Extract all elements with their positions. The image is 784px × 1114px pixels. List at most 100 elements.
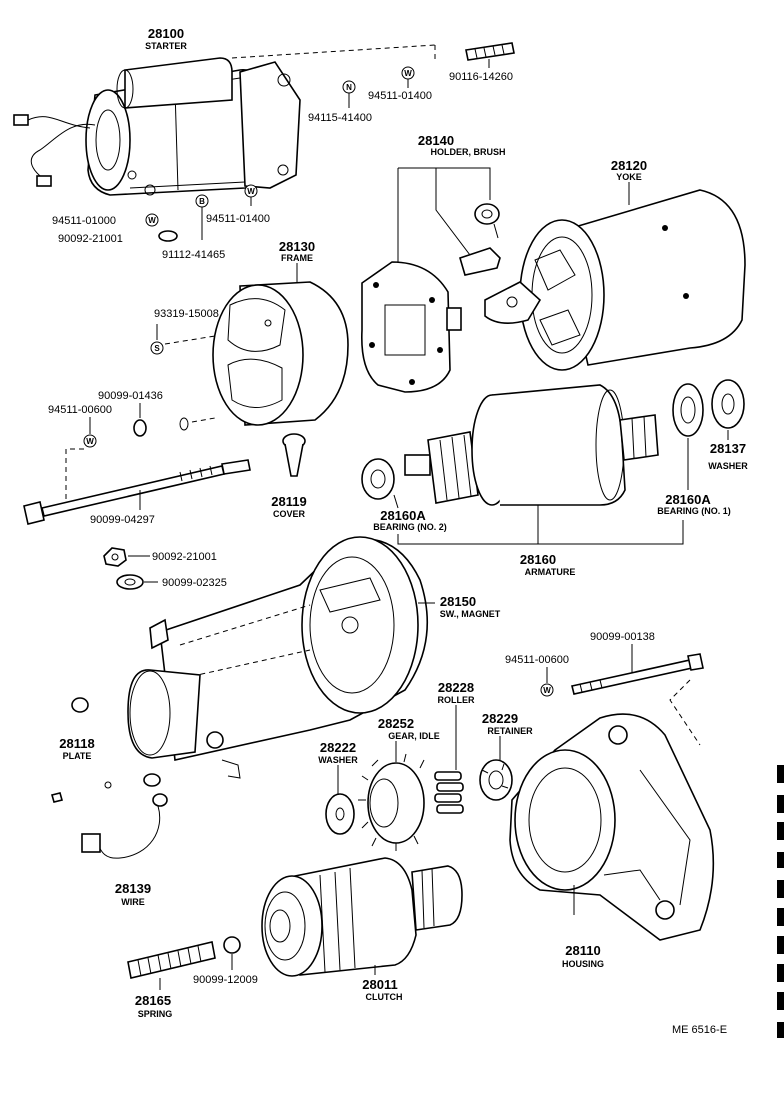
screw-badge-icon: S bbox=[150, 341, 164, 355]
svg-text:W: W bbox=[148, 216, 156, 225]
fastener-94511-01400-b-label: 94511-01400 bbox=[206, 213, 270, 225]
washer-badge-icon: W bbox=[145, 213, 159, 227]
spring-drawing bbox=[127, 941, 216, 979]
fastener-94511-00600-a-label: 94511-00600 bbox=[48, 404, 112, 416]
plate-drawing bbox=[71, 697, 89, 713]
part-28110-number: 28110 bbox=[565, 943, 600, 958]
part-28011-name: CLUTCH bbox=[366, 992, 403, 1002]
svg-text:B: B bbox=[199, 197, 205, 206]
fastener-94511-00600-b-label: 94511-00600 bbox=[505, 654, 569, 666]
fastener-90116-14260-label: 90116-14260 bbox=[449, 71, 513, 83]
part-28160-number: 28160 bbox=[520, 552, 556, 567]
part-28228-number: 28228 bbox=[438, 680, 474, 695]
part-28140-number: 28140 bbox=[418, 133, 454, 148]
armature-drawing bbox=[361, 384, 659, 506]
fastener-90092-21001-b-label: 90092-21001 bbox=[152, 551, 217, 563]
idle-gear-drawing bbox=[358, 753, 425, 851]
housing-drawing bbox=[509, 713, 715, 941]
washer-badge-icon: W bbox=[401, 66, 415, 80]
fastener-90099-00138-label: 90099-00138 bbox=[590, 631, 655, 643]
part-28228-name: ROLLER bbox=[438, 695, 475, 705]
page-edge-marks bbox=[777, 765, 784, 1038]
magnet-switch-drawing bbox=[127, 536, 429, 779]
part-28139-number: 28139 bbox=[115, 881, 151, 896]
part-28119-number: 28119 bbox=[271, 494, 306, 509]
part-28140-name: HOLDER, BRUSH bbox=[430, 147, 505, 157]
part-28160A-2-number: 28160A bbox=[380, 508, 426, 523]
commutator-frame-drawing bbox=[212, 281, 349, 426]
washer-badge-icon: W bbox=[244, 184, 258, 198]
bearing-no1-drawing bbox=[672, 383, 704, 437]
steel-ball-icon bbox=[223, 936, 241, 954]
part-28110-name: HOUSING bbox=[562, 959, 604, 969]
fastener-94511-01000-label: 94511-01000 bbox=[52, 215, 116, 227]
part-28137-number: 28137 bbox=[710, 441, 746, 456]
part-28222-name: WASHER bbox=[318, 755, 358, 765]
part-28130-name: FRAME bbox=[281, 253, 313, 263]
nut-badge-icon: N bbox=[342, 80, 356, 94]
washer-icon bbox=[179, 417, 189, 431]
part-28229-number: 28229 bbox=[482, 711, 518, 726]
washer-icon bbox=[133, 419, 147, 437]
fastener-90099-02325-label: 90099-02325 bbox=[162, 577, 227, 589]
washer-28222-drawing bbox=[325, 793, 355, 835]
retainer-drawing bbox=[479, 759, 513, 801]
rollers-drawing bbox=[434, 771, 464, 814]
fastener-91112-41465-label: 91112-41465 bbox=[162, 249, 225, 261]
svg-text:N: N bbox=[346, 83, 352, 92]
housing-bolt-drawing bbox=[571, 653, 704, 695]
part-28119-name: COVER bbox=[273, 509, 306, 519]
stud-90116-14260-drawing bbox=[465, 42, 515, 68]
part-28100-number: 28100 bbox=[148, 26, 184, 41]
washer-icon bbox=[116, 574, 144, 590]
fastener-90092-21001-a-label: 90092-21001 bbox=[58, 233, 123, 245]
svg-text:S: S bbox=[154, 344, 160, 353]
part-28150-name: SW., MAGNET bbox=[440, 609, 501, 619]
part-28160A-1-name: BEARING (NO. 1) bbox=[657, 506, 731, 516]
starter-assembly-drawing bbox=[13, 44, 436, 196]
washer-28137-drawing bbox=[711, 379, 745, 429]
yoke-drawing bbox=[484, 189, 746, 371]
part-28160-name: ARMATURE bbox=[525, 567, 576, 577]
part-28118-name: PLATE bbox=[63, 751, 92, 761]
fastener-94115-41400-label: 94115-41400 bbox=[308, 112, 372, 124]
part-28150-number: 28150 bbox=[440, 594, 476, 609]
fastener-94511-01400-a-label: 94511-01400 bbox=[368, 90, 432, 102]
part-28100-name: STARTER bbox=[145, 41, 187, 51]
part-28137-name: WASHER bbox=[708, 461, 748, 471]
part-28229-name: RETAINER bbox=[487, 726, 533, 736]
part-28165-name: SPRING bbox=[138, 1009, 173, 1019]
part-28252-number: 28252 bbox=[378, 716, 414, 731]
fastener-90099-12009-label: 90099-12009 bbox=[193, 974, 258, 986]
part-28222-number: 28222 bbox=[320, 740, 356, 755]
washer-badge-icon: W bbox=[540, 683, 554, 697]
part-28130-number: 28130 bbox=[279, 239, 315, 254]
part-28120-number: 28120 bbox=[611, 158, 647, 173]
nut-icon bbox=[158, 230, 178, 242]
cover-drawing bbox=[282, 433, 306, 477]
svg-text:W: W bbox=[404, 69, 412, 78]
reference-code: ME 6516-E bbox=[672, 1024, 727, 1036]
part-28160A-2-name: BEARING (NO. 2) bbox=[373, 522, 447, 532]
part-28120-name: YOKE bbox=[616, 172, 642, 182]
nut-90092-21001-drawing bbox=[103, 547, 127, 567]
svg-text:W: W bbox=[543, 686, 551, 695]
washer-badge-icon: W bbox=[83, 434, 97, 448]
part-28252-name: GEAR, IDLE bbox=[388, 731, 440, 741]
part-28165-number: 28165 bbox=[135, 993, 171, 1008]
svg-text:W: W bbox=[247, 187, 255, 196]
part-28139-name: WIRE bbox=[121, 897, 145, 907]
wire-drawing bbox=[51, 773, 168, 859]
part-28118-number: 28118 bbox=[59, 736, 94, 751]
part-28160A-1-number: 28160A bbox=[665, 492, 711, 507]
svg-text:W: W bbox=[86, 437, 94, 446]
part-28011-number: 28011 bbox=[362, 977, 397, 992]
brush-holder-drawing bbox=[361, 203, 501, 393]
fastener-93319-15008-label: 93319-15008 bbox=[154, 308, 219, 320]
bolt-badge-icon: B bbox=[195, 194, 209, 208]
through-bolt-drawing bbox=[23, 459, 251, 525]
clutch-drawing bbox=[261, 857, 463, 977]
fastener-90099-04297-label: 90099-04297 bbox=[90, 514, 155, 526]
fastener-90099-01436-label: 90099-01436 bbox=[98, 390, 163, 402]
